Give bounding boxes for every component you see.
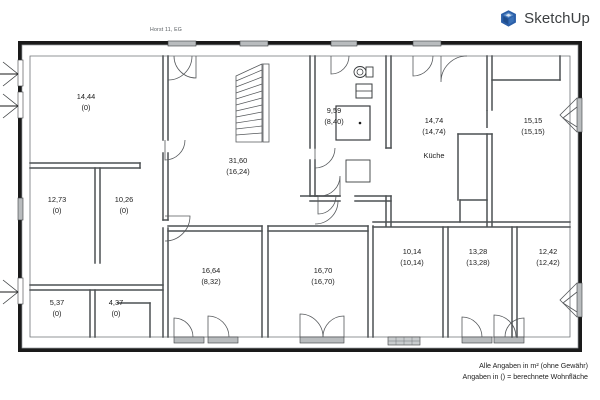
room-label-5-37: 5,37 (0) (50, 298, 64, 318)
exterior-openings (0, 40, 583, 346)
room-label-15-15: 15,15 (15,15) (521, 116, 544, 136)
room-area: 10,14 (403, 247, 422, 256)
room-calc-area: (0) (52, 206, 61, 215)
room-label-9-59: 9,59 (8,40) (324, 106, 343, 126)
room-label-31-60: 31,60 (16,24) (226, 156, 249, 176)
room-calc-area: (8,40) (324, 117, 343, 126)
sketchup-branding: SketchUp (499, 9, 590, 28)
room-label-14-44: 14,44 (0) (77, 92, 96, 112)
room-calc-area: (0) (52, 309, 61, 318)
room-labels: 14,44 (0) 12,73 (0) 10,26 (0) 5,37 (0) 4… (48, 92, 560, 318)
room-calc-area: (16,24) (226, 167, 249, 176)
sketchup-wordmark: SketchUp (524, 10, 590, 27)
interior-walls (29, 55, 571, 338)
room-area: 10,26 (115, 195, 134, 204)
room-calc-area: (0) (111, 309, 120, 318)
room-area: 14,74 (425, 116, 444, 125)
room-area: 16,64 (202, 266, 221, 275)
exterior-walls (18, 41, 582, 352)
room-calc-area: (0) (81, 103, 90, 112)
room-area: 31,60 (229, 156, 248, 165)
room-area: 12,73 (48, 195, 67, 204)
room-label-12-73: 12,73 (0) (48, 195, 67, 215)
sketchup-cube-icon (501, 10, 517, 27)
legend: Alle Angaben in m² (ohne Gewähr) Angaben… (463, 361, 588, 384)
room-label-4-37: 4,37 (0) (109, 298, 123, 318)
room-calc-area: (16,70) (311, 277, 334, 286)
room-calc-area: (12,42) (536, 258, 559, 267)
room-label-10-26: 10,26 (0) (115, 195, 134, 215)
legend-line-2: Angaben in () = berechnete Wohnfläche (462, 373, 588, 382)
room-area: 16,70 (314, 266, 333, 275)
bathroom-fixtures (335, 66, 374, 183)
room-area: 15,15 (524, 116, 543, 125)
page-title: Horst 11, EG (150, 27, 182, 33)
room-calc-area: (8,32) (201, 277, 220, 286)
room-label-12-42: 12,42 (12,42) (536, 247, 559, 267)
interior-door-swings (164, 110, 488, 242)
room-area: 9,59 (327, 106, 341, 115)
room-calc-area: (10,14) (400, 258, 423, 267)
room-calc-area: (13,28) (466, 258, 489, 267)
room-label-kuche: 14,74 (14,74) Küche (422, 116, 445, 160)
hatched-window (387, 336, 421, 346)
room-area: 14,44 (77, 92, 96, 101)
room-label-13-28: 13,28 (13,28) (466, 247, 489, 267)
room-label-16-64: 16,64 (8,32) (201, 266, 220, 286)
legend-line-1: Alle Angaben in m² (ohne Gewähr) (479, 361, 588, 370)
room-label-16-70: 16,70 (16,70) (311, 266, 334, 286)
room-area: 12,42 (539, 247, 558, 256)
room-area: 5,37 (50, 298, 64, 307)
room-calc-area: (14,74) (422, 127, 445, 136)
room-calc-area: (15,15) (521, 127, 544, 136)
staircase (235, 63, 270, 143)
room-area: 13,28 (469, 247, 488, 256)
room-name: Küche (424, 151, 445, 160)
room-calc-area: (0) (119, 206, 128, 215)
room-label-10-14: 10,14 (10,14) (400, 247, 423, 267)
room-area: 4,37 (109, 298, 123, 307)
